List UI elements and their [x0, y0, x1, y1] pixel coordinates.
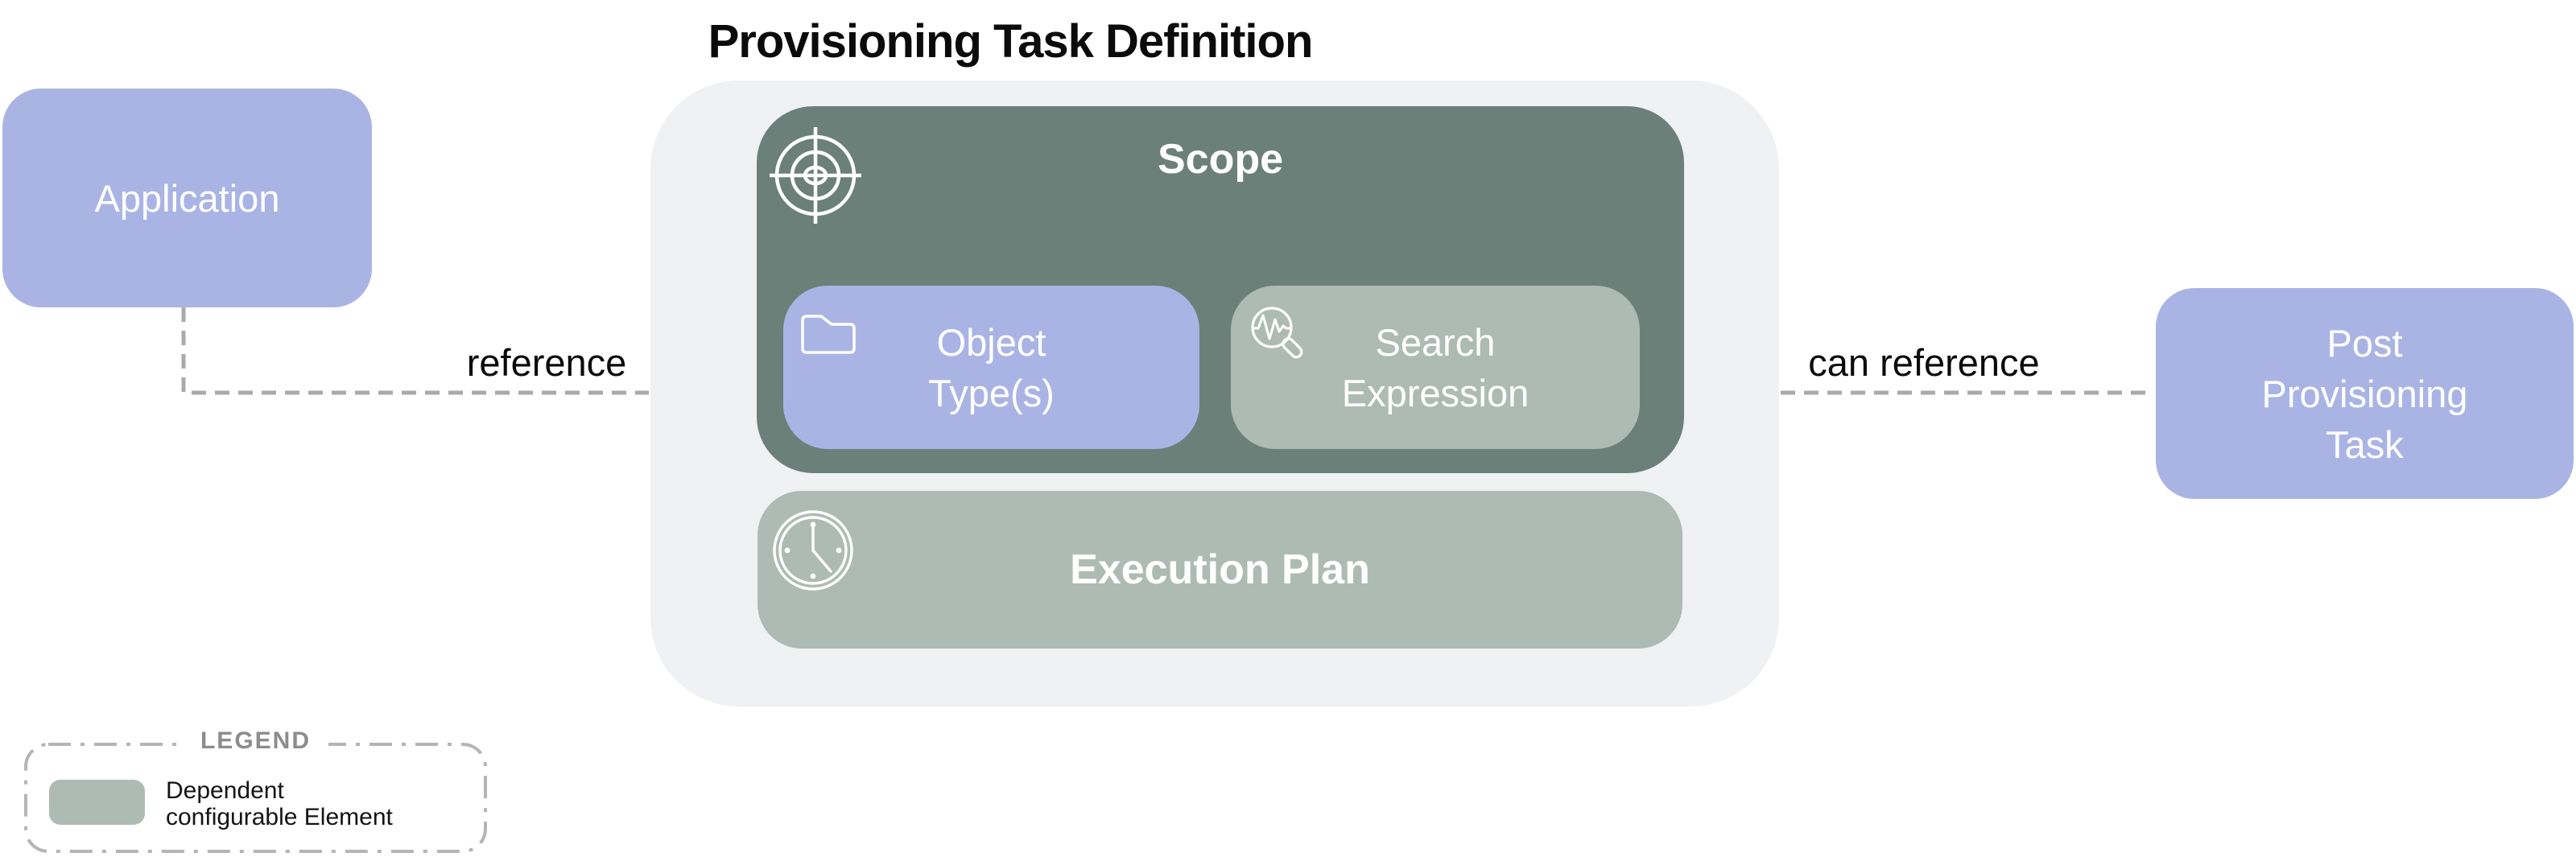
diagram-title: Provisioning Task Definition — [708, 15, 1314, 68]
legend: LEGEND Dependent configurable Element — [23, 727, 488, 854]
legend-item-label-line1: Dependent — [166, 777, 284, 804]
legend-swatch-dependent-configurable — [49, 780, 145, 825]
scope-label: Scope — [1157, 136, 1284, 183]
post-task-label-line1: Post — [2326, 321, 2403, 365]
legend-item-label: Dependent configurable Element — [166, 777, 393, 830]
node-scope: Scope Object Type(s) — [757, 106, 1684, 473]
search-expression-label-line1: Search — [1375, 320, 1496, 364]
execution-plan-label: Execution Plan — [1070, 546, 1370, 593]
object-types-label-line1: Object — [936, 320, 1046, 364]
post-task-label-line3: Task — [2326, 422, 2404, 466]
node-post-provisioning-task: Post Provisioning Task — [2156, 288, 2574, 499]
reference-edge-label: reference — [466, 341, 627, 384]
node-search-expression: Search Expression — [1231, 286, 1640, 449]
object-types-label-line2: Type(s) — [928, 371, 1055, 414]
application-label: Application — [94, 176, 280, 220]
search-pulse-icon — [1246, 303, 1314, 370]
target-icon — [767, 127, 864, 224]
node-execution-plan: Execution Plan — [758, 491, 1682, 649]
legend-title: LEGEND — [23, 727, 488, 755]
node-object-types: Object Type(s) — [783, 286, 1199, 449]
node-application: Application — [2, 89, 372, 307]
clock-icon — [770, 508, 856, 593]
folder-icon — [799, 311, 857, 357]
post-task-label-line2: Provisioning — [2261, 372, 2468, 415]
legend-item-label-line2: configurable Element — [166, 804, 393, 830]
provisioning-task-container: Scope Object Type(s) — [650, 80, 1779, 707]
search-expression-label-line2: Expression — [1341, 371, 1530, 414]
can-reference-edge-label: can reference — [1808, 341, 2040, 384]
